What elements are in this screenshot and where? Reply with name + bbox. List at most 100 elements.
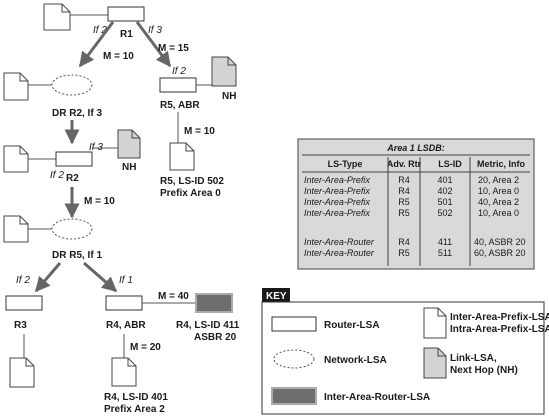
drr2-network-ellipse	[51, 74, 93, 96]
table-cell: Inter-Area-Prefix	[304, 175, 370, 185]
r5-router-box	[159, 77, 197, 93]
metric-r5-prefix: M = 10	[184, 126, 215, 137]
table-cell: R4	[398, 237, 410, 247]
table-cell: 502	[437, 208, 452, 218]
r3-label: R3	[14, 320, 27, 331]
table-cell: 40, ASBR 20	[474, 237, 526, 247]
r5-prefix-doc-icon	[169, 142, 195, 171]
lsdb-table-bg	[297, 138, 535, 270]
table-cell: 402	[437, 186, 452, 196]
if2-low-label: If 2	[16, 275, 30, 286]
r3-router-box	[5, 295, 43, 311]
r4-prefix-doc-icon	[111, 357, 137, 387]
table-cell: R5	[398, 248, 410, 258]
table-cell: R4	[398, 175, 410, 185]
r5-abr-label: R5, ABR	[160, 100, 200, 111]
key-router-lsa-icon	[271, 316, 317, 332]
metric-r2-drr5: M = 10	[84, 196, 115, 207]
table-cell: 511	[438, 248, 452, 258]
key-prefix-lsa-label-2: Intra-Area-Prefix-LSA	[450, 324, 549, 335]
table-cell: 501	[437, 197, 452, 207]
table-cell: 60, ASBR 20	[474, 248, 526, 258]
drr2-label: DR R2, If 3	[52, 108, 102, 119]
r1-if2-label: If 2	[93, 25, 107, 36]
r5-if2-label: If 2	[172, 66, 186, 77]
metric-r1-r5: M = 15	[158, 43, 189, 54]
table-cell: Inter-Area-Router	[304, 248, 375, 258]
drr5-network-ellipse	[51, 218, 93, 240]
key-title-bg	[262, 288, 290, 302]
lsdb-header-metric: Metric, Info	[477, 159, 526, 169]
r4-router-box	[105, 295, 143, 311]
asbr20-label: ASBR 20	[194, 332, 237, 343]
key-prefix-lsa-label-1: Inter-Area-Prefix-LSA or	[450, 312, 549, 323]
r1-doc-icon	[43, 3, 71, 31]
table-row: Inter-Area-Router R4 411 40, ASBR 20	[304, 237, 526, 247]
key-link-lsa-doc-icon	[423, 347, 447, 379]
table-cell: 40, Area 2	[478, 197, 519, 207]
drr2-doc-icon	[3, 72, 29, 101]
r3-doc-icon	[9, 357, 35, 388]
r4-lsid401-label: R4, LS-ID 401	[104, 392, 168, 403]
r1-label: R1	[120, 29, 133, 40]
drr5-label: DR R5, If 1	[52, 250, 102, 261]
arrow-drr5-to-r3	[34, 262, 62, 293]
table-cell: Inter-Area-Prefix	[304, 208, 370, 218]
key-inter-area-router-lsa-icon	[271, 387, 317, 405]
key-network-lsa-label: Network-LSA	[324, 355, 387, 366]
table-row: Inter-Area-Router R5 511 60, ASBR 20	[304, 248, 526, 258]
key-inter-area-router-lsa-label: Inter-Area-Router-LSA	[324, 392, 430, 403]
table-cell: 401	[437, 175, 452, 185]
metric-r1-drr2: M = 10	[103, 51, 134, 62]
r1-router-box	[107, 6, 145, 22]
table-cell: 10, Area 0	[478, 208, 519, 218]
key-link-lsa-label-2: Next Hop (NH)	[450, 365, 518, 376]
r4-abr-label: R4, ABR	[106, 320, 146, 331]
key-link-lsa-label-1: Link-LSA,	[450, 353, 497, 364]
table-cell: Inter-Area-Router	[304, 237, 375, 247]
key-title: KEY	[266, 291, 287, 302]
r2-label: R2	[66, 173, 79, 184]
table-cell: 411	[438, 237, 452, 247]
lsdb-header-lstype: LS-Type	[328, 159, 363, 169]
table-row: Inter-Area-Prefix R4 402 10, Area 0	[304, 186, 519, 196]
key-network-lsa-icon	[273, 349, 315, 369]
table-row: Inter-Area-Prefix R4 401 20, Area 2	[304, 175, 519, 185]
table-cell: Inter-Area-Prefix	[304, 197, 370, 207]
arrow-drr5-to-r4	[83, 261, 118, 293]
r1-if3-label: If 3	[148, 25, 162, 36]
arrow-r1-to-drr2	[78, 21, 115, 68]
lsdb-header-lsid: LS-ID	[438, 159, 462, 169]
table-cell: R4	[398, 186, 410, 196]
prefix-area0-label: Prefix Area 0	[160, 188, 221, 199]
prefix-area2-label: Prefix Area 2	[104, 404, 165, 415]
r2-nh-link-doc-icon	[117, 129, 141, 159]
table-cell: R5	[398, 208, 410, 218]
drr5-doc-icon	[3, 215, 29, 243]
r5-lsid502-label: R5, LS-ID 502	[160, 176, 224, 187]
r4-lsid411-label: R4, LS-ID 411	[176, 320, 240, 331]
metric-r4-prefix: M = 20	[130, 342, 161, 353]
arrow-r1-to-r5	[135, 21, 172, 68]
r5-nh-link-doc-icon	[211, 56, 237, 87]
lsdb-title: Area 1 LSDB:	[386, 143, 445, 153]
nh-mid-label: NH	[122, 162, 136, 173]
r2-router-box	[55, 151, 93, 167]
table-cell: 20, Area 2	[478, 175, 519, 185]
r2-doc-icon	[3, 145, 29, 173]
lsdb-table: Area 1 LSDB: LS-Type Adv. Rtr LS-ID Metr…	[297, 138, 535, 270]
table-row: Inter-Area-Prefix R5 501 40, Area 2	[304, 197, 519, 207]
key-prefix-lsa-doc-icon	[423, 307, 447, 339]
table-cell: R5	[398, 197, 410, 207]
legend-key: KEY Router-LSA Network-LSA Inter-Area-Ro…	[261, 288, 549, 415]
if1-low-label: If 1	[119, 275, 133, 286]
r2-if2-label: If 2	[50, 170, 64, 181]
nh-top-label: NH	[222, 91, 236, 102]
key-router-lsa-label: Router-LSA	[324, 320, 380, 331]
table-row: Inter-Area-Prefix R5 502 10, Area 0	[304, 208, 519, 218]
lsdb-header-advrtr: Adv. Rtr	[387, 159, 422, 169]
inter-area-router-lsa-box	[195, 293, 233, 313]
table-cell: 10, Area 0	[478, 186, 519, 196]
table-cell: Inter-Area-Prefix	[304, 186, 370, 196]
